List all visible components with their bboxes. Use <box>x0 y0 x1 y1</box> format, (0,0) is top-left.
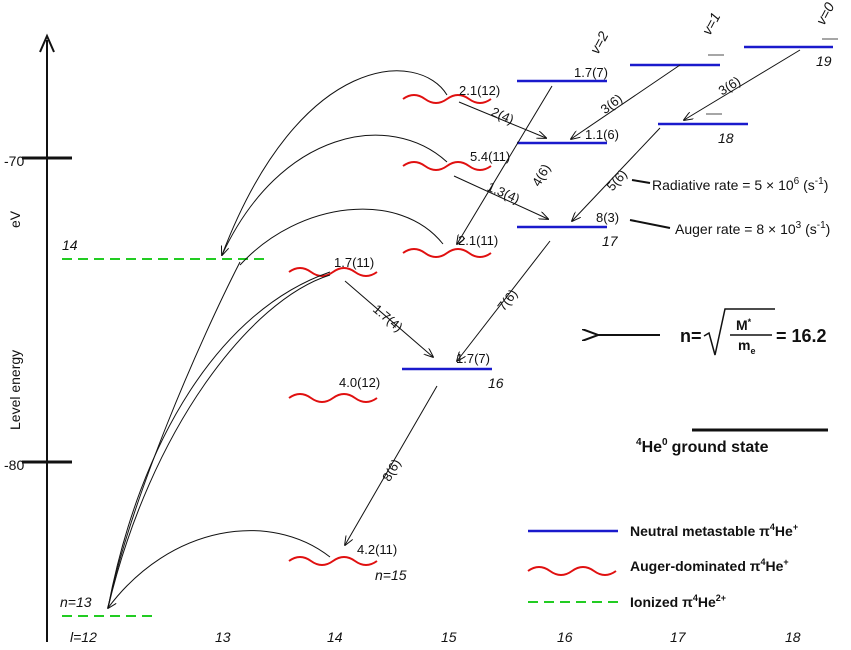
radiative-pointer <box>631 179 651 184</box>
arrow-label-8: 7(6) <box>494 286 520 313</box>
arrow-v2-to-auger3 <box>457 85 553 244</box>
arrow-auger4-to-16 <box>344 280 433 357</box>
legend-label-auger: Auger-dominated π4He+ <box>630 557 789 574</box>
arrow-label-6: 5(6) <box>603 167 630 194</box>
legend-label-metastable: Neutral metastable π4He+ <box>630 522 798 539</box>
formula-den: me <box>738 337 755 356</box>
auger-pointer <box>629 219 671 229</box>
auger-rate-1: 2.1(12) <box>459 83 500 98</box>
auger-level-5 <box>288 393 378 403</box>
arc-auger-2-to-14 <box>221 134 448 256</box>
vib-label-v1: v=1 <box>699 10 724 38</box>
arc-auger-4b <box>107 274 331 609</box>
auger-rate-6: 4.2(11) <box>357 542 397 557</box>
arc-auger-3 <box>239 208 444 266</box>
formula-lhs: n= <box>680 326 702 346</box>
metastable-label-16: 16 <box>488 375 504 391</box>
y-axis-label: Level energy <box>7 350 23 430</box>
auger-level-3 <box>402 248 492 258</box>
metastable-rate-18: 1.1(6) <box>585 127 619 142</box>
auger-level-4 <box>288 267 378 277</box>
y-tick-label-80: -80 <box>4 457 24 473</box>
formula-sqrt <box>703 308 775 356</box>
vib-label-v0: v=0 <box>813 0 838 27</box>
x-label-13: 13 <box>215 629 231 645</box>
legend-label-ionized: Ionized π4He2+ <box>630 593 726 610</box>
arrow-v0-to-18 <box>684 49 801 120</box>
auger-label-n15: n=15 <box>375 567 407 583</box>
ionized-label-13: n=13 <box>60 594 92 610</box>
arrow-auger2-to-17 <box>453 175 548 219</box>
x-label-14: 14 <box>327 629 343 645</box>
ionized-label-14: 14 <box>62 237 78 253</box>
arrow-auger1-to-18 <box>458 101 546 138</box>
radiative-rate-text: Radiative rate = 5 × 106 (s-1) <box>652 176 828 193</box>
formula-num: M* <box>736 317 752 333</box>
x-label-12: l=12 <box>70 629 97 645</box>
auger-rate-2: 5.4(11) <box>470 149 510 164</box>
arrow-16-to-auger6 <box>345 385 438 545</box>
vib-label-v2: v=2 <box>587 28 612 56</box>
arrow-label-4: 4(6) <box>529 161 554 189</box>
y-axis-unit: eV <box>7 210 23 228</box>
legend-swatch-auger <box>527 566 617 576</box>
x-label-17: 17 <box>670 629 687 645</box>
x-label-15: 15 <box>441 629 457 645</box>
auger-rate-3: 2.1(11) <box>458 233 498 248</box>
x-label-16: 16 <box>557 629 573 645</box>
metastable-rate-16: 1.7(7) <box>456 351 490 366</box>
arrow-label-2: 3(6) <box>716 73 744 98</box>
arrow-label-1: 3(6) <box>598 91 625 117</box>
auger-rate-4: 1.7(11) <box>334 255 374 270</box>
auger-level-2 <box>402 161 492 171</box>
arrow-label-7: 1.7(4) <box>370 301 406 334</box>
metastable-label-18: 18 <box>718 130 734 146</box>
arrow-label-5: 1.3(4) <box>485 179 522 207</box>
arc-auger-3-to-13 <box>107 261 241 609</box>
metastable-label-17: 17 <box>602 233 619 249</box>
arc-auger-1-to-14 <box>222 70 448 255</box>
auger-level-1 <box>402 94 492 104</box>
y-tick-label-70: -70 <box>4 153 24 169</box>
y-axis-arrowhead <box>39 33 55 53</box>
metastable-label-19: 19 <box>816 53 832 69</box>
arrow-17-to-16 <box>457 240 551 361</box>
arrow-v1-to-18 <box>571 64 681 139</box>
auger-level-6 <box>288 556 378 566</box>
x-label-18: 18 <box>785 629 801 645</box>
auger-rate-text: Auger rate = 8 × 103 (s-1) <box>675 220 830 237</box>
formula-rhs: = 16.2 <box>776 326 827 346</box>
arrow-18-to-17 <box>572 127 661 221</box>
arc-auger-4a <box>107 271 331 609</box>
metastable-rate-v2: 1.7(7) <box>574 65 608 80</box>
auger-rate-5: 4.0(12) <box>339 375 380 390</box>
metastable-rate-17: 8(3) <box>596 210 619 225</box>
arc-auger-6-to-13 <box>108 530 331 608</box>
